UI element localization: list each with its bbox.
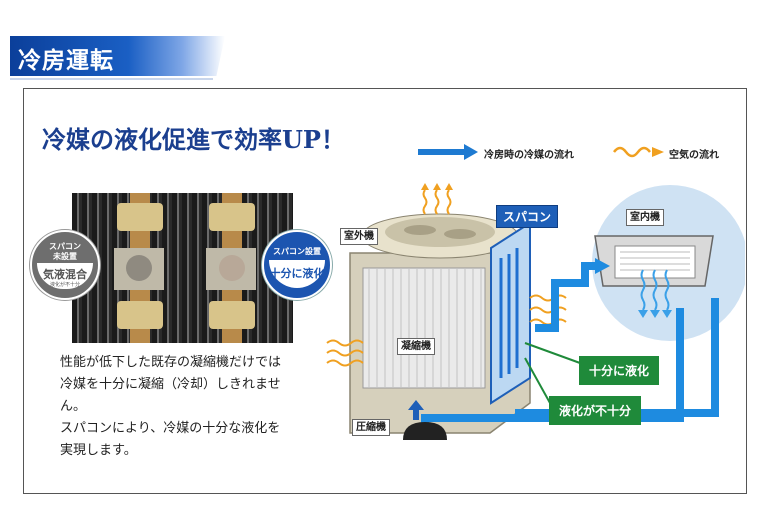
compressor-up-arrow-icon bbox=[408, 400, 424, 420]
description-line: スパコンにより、冷媒の十分な液化を bbox=[60, 421, 281, 436]
diagram-headline: 冷媒の液化促進で効率UP！ bbox=[42, 125, 345, 154]
description-line: ん。 bbox=[60, 399, 87, 414]
legend-refrigerant-flow: 冷房時の冷媒の流れ bbox=[484, 150, 574, 161]
pipe-fittings-illustration bbox=[114, 193, 256, 343]
description-line: 実現します。 bbox=[60, 443, 137, 458]
compressor-label: 圧縮機 bbox=[352, 419, 390, 436]
cold-air-arrows-icon bbox=[640, 269, 670, 311]
badge-not-installed-text: 気液混合 bbox=[43, 268, 87, 281]
outdoor-unit-label: 室外機 bbox=[340, 228, 378, 245]
legend-air-flow: 空気の流れ bbox=[669, 150, 719, 161]
badge-not-installed-line1: スパコン bbox=[49, 242, 81, 251]
fan-icon bbox=[404, 225, 476, 239]
badge-installed-line1: スパコン設置 bbox=[273, 247, 321, 256]
condenser-label: 凝縮機 bbox=[397, 338, 435, 355]
badge-not-installed: スパコン 未設置 気液混合 液化が不十分 bbox=[30, 230, 100, 300]
description-line: 性能が低下した既存の凝縮機だけでは bbox=[60, 355, 282, 370]
refrigerant-flow-arrow-icon bbox=[418, 144, 478, 160]
system-illustration bbox=[326, 183, 745, 440]
hot-air-left-arrows-icon bbox=[326, 339, 364, 367]
description-line: 冷媒を十分に凝縮（冷却）しきれませ bbox=[60, 377, 281, 392]
insufficient-liquefaction-label: 液化が不十分 bbox=[549, 396, 642, 425]
fully-liquefied-label: 十分に液化 bbox=[579, 356, 660, 385]
hot-air-right-arrows-icon bbox=[529, 294, 567, 326]
section-title-bar bbox=[10, 36, 225, 76]
badge-not-installed-sub: 液化が不十分 bbox=[49, 282, 80, 288]
supercon-label: スパコン bbox=[496, 205, 559, 228]
badge-installed: スパコン設置 十分に液化 bbox=[262, 230, 332, 300]
hot-air-up-arrows-icon bbox=[422, 189, 452, 215]
compressor-icon bbox=[403, 422, 447, 440]
badge-not-installed-line2: 未設置 bbox=[53, 252, 77, 261]
condenser-coil bbox=[362, 267, 486, 389]
description-text: 性能が低下した既存の凝縮機だけでは 冷媒を十分に凝縮（冷却）しきれませ ん。 ス… bbox=[60, 352, 310, 462]
pipe-comparison-photo bbox=[72, 193, 293, 343]
indoor-unit-label: 室内機 bbox=[626, 209, 664, 226]
badge-installed-text: 十分に液化 bbox=[269, 267, 325, 280]
title-underline bbox=[10, 78, 213, 80]
section-title: 冷房運転 bbox=[18, 48, 114, 74]
air-flow-wave-icon bbox=[613, 146, 664, 158]
